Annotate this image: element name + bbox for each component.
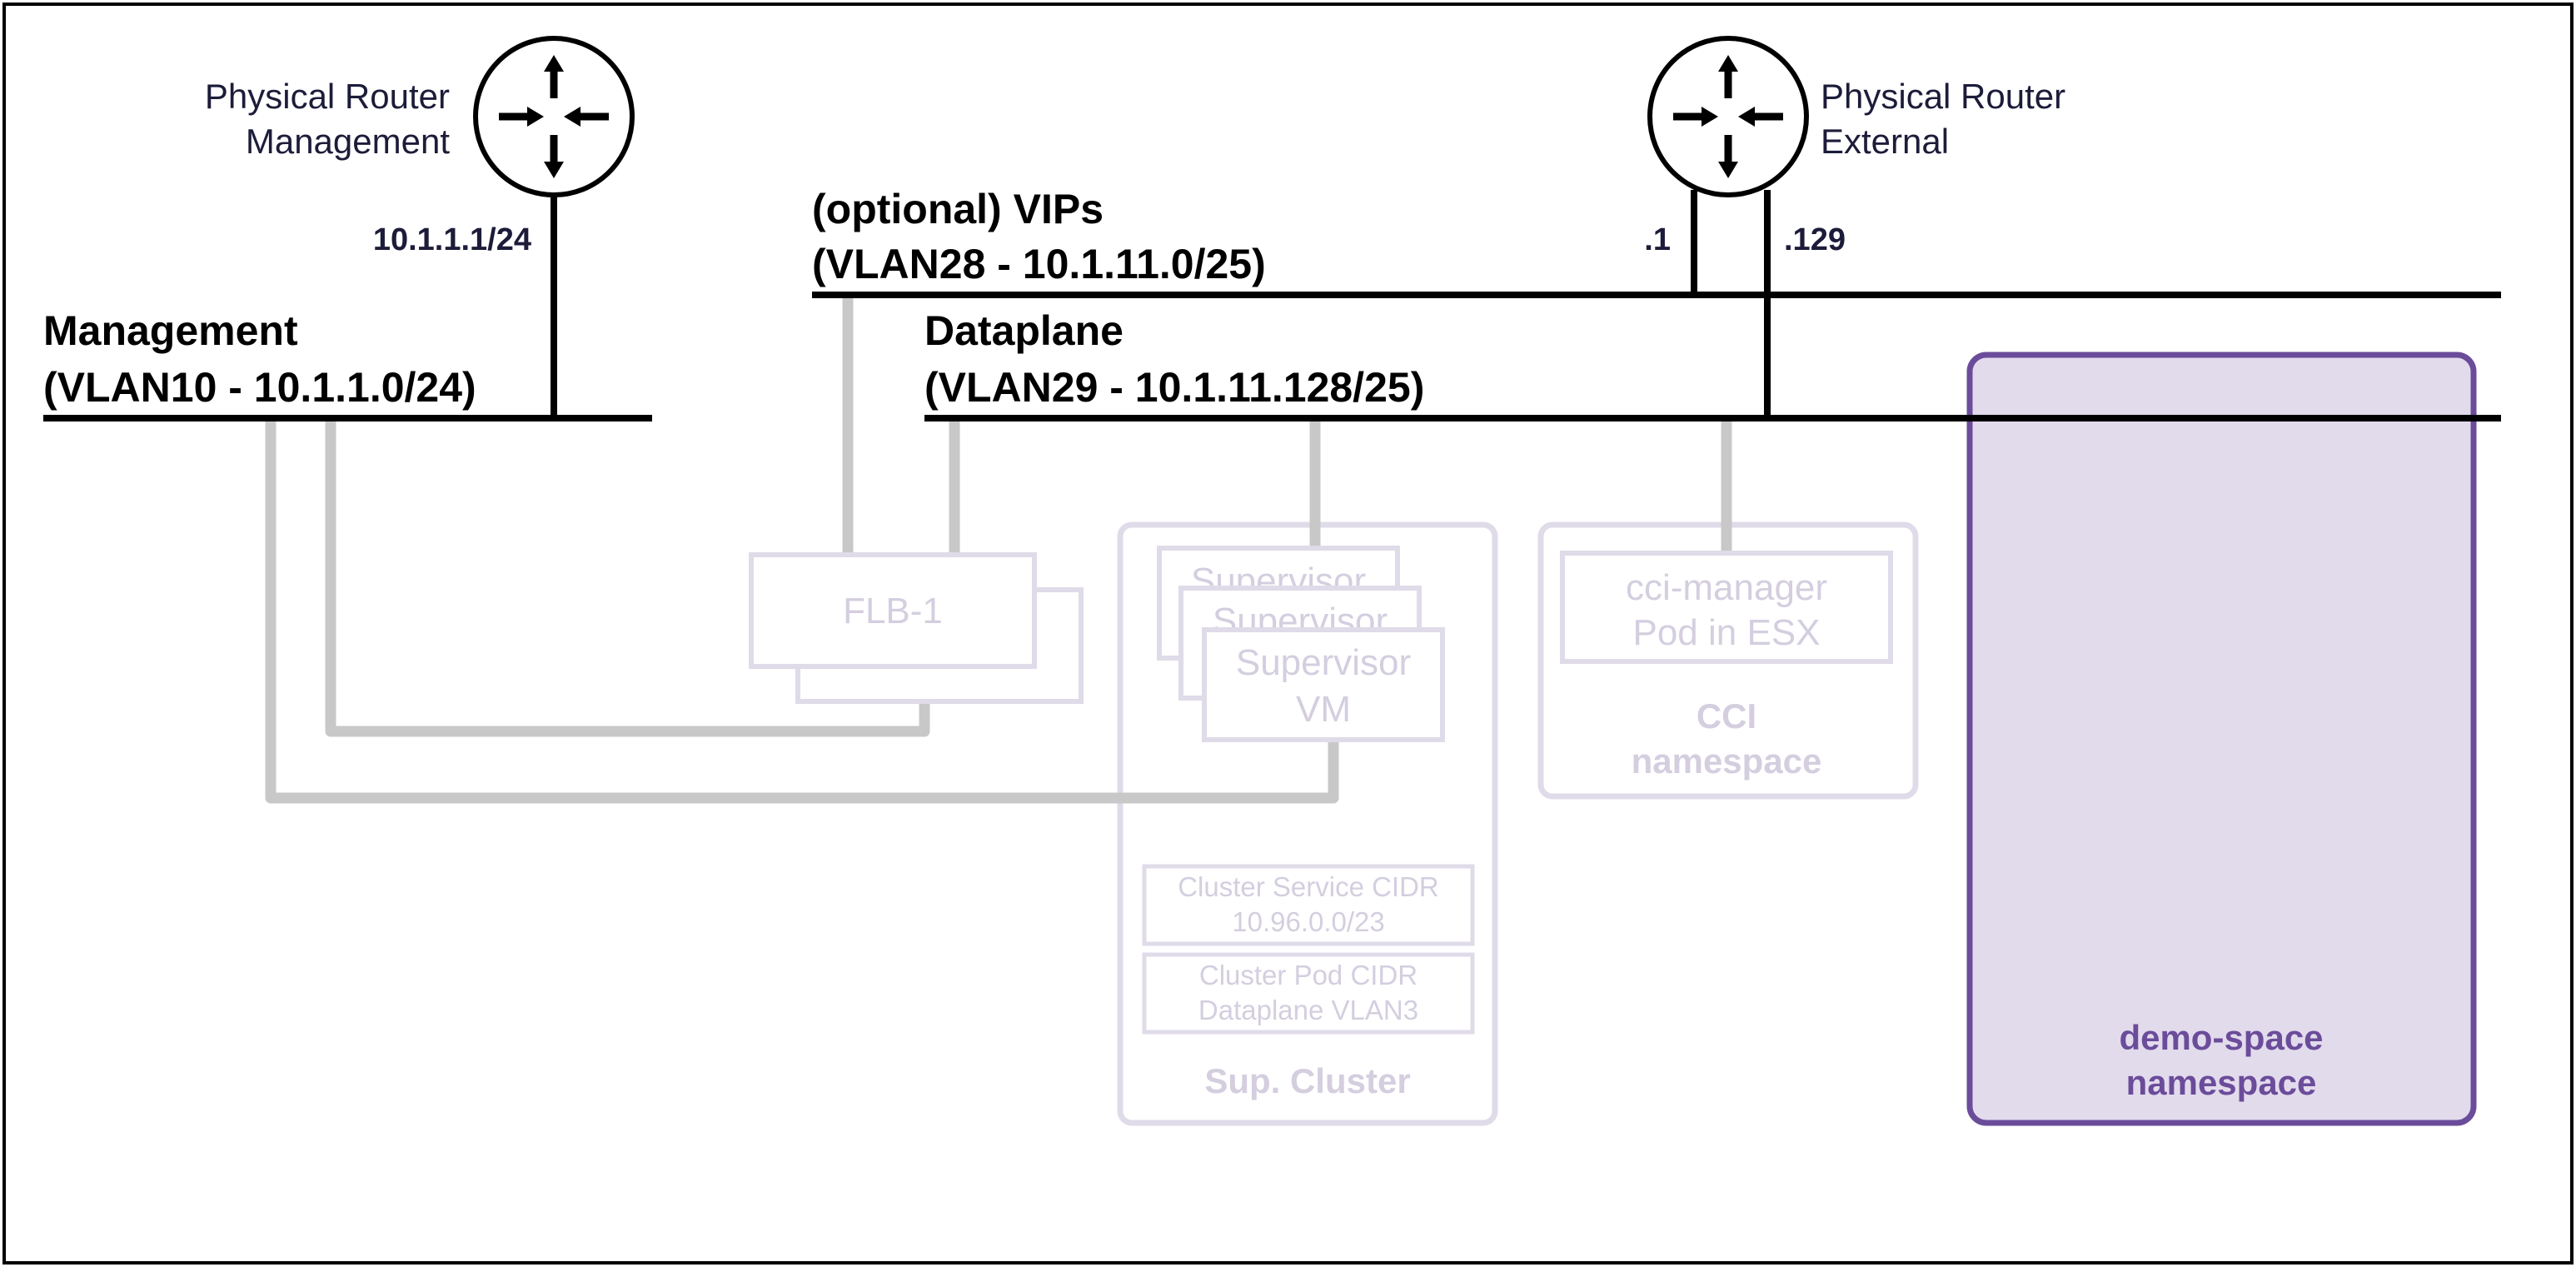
cluster-pod-cidr-value: Dataplane VLAN3 xyxy=(1198,995,1418,1025)
vips-network-title: (optional) VIPs xyxy=(812,186,1104,232)
link-mgmt-flb xyxy=(325,418,930,737)
mgmt-router-label-2: Management xyxy=(246,122,450,161)
link-lines xyxy=(265,295,1732,804)
ext-router-ip-vips: .1 xyxy=(1644,222,1671,257)
cci-manager-label-1: cci-manager xyxy=(1626,567,1827,608)
ext-router-ip-dataplane: .129 xyxy=(1784,222,1846,257)
ext-router-label-2: External xyxy=(1821,122,1949,161)
cci-namespace-label-1: CCI xyxy=(1697,696,1756,736)
management-network-title: Management xyxy=(43,307,298,354)
mgmt-router-ip: 10.1.1.1/24 xyxy=(373,222,531,257)
ext-router-label-1: Physical Router xyxy=(1821,77,2065,116)
cci-manager-pod-box xyxy=(1560,551,1893,664)
demo-namespace-label-2: namespace xyxy=(2126,1063,2317,1102)
dataplane-network-title: Dataplane xyxy=(924,307,1124,354)
dataplane-network-subnet: (VLAN29 - 10.1.11.128/25) xyxy=(924,364,1424,411)
cluster-service-cidr-label: Cluster Service CIDR xyxy=(1178,871,1439,902)
router-icon xyxy=(1647,36,1809,197)
vips-network-subnet: (VLAN28 - 10.1.11.0/25) xyxy=(812,241,1266,287)
router-management xyxy=(473,36,635,197)
cluster-service-cidr-value: 10.96.0.0/23 xyxy=(1232,906,1385,937)
cluster-pod-cidr-box xyxy=(1142,952,1475,1035)
link-mgmt-supervisor xyxy=(265,418,1339,804)
supervisor-vm-box xyxy=(1202,627,1445,742)
sup-cluster-title: Sup. Cluster xyxy=(1204,1061,1410,1100)
supervisor-vm-label-2: VM xyxy=(1296,689,1351,730)
mgmt-router-label-1: Physical Router xyxy=(205,77,450,116)
sup-cluster-box xyxy=(1117,521,1498,1126)
demo-namespace-label-1: demo-space xyxy=(2119,1018,2323,1057)
supervisor-vm-label-1: Supervisor xyxy=(1236,642,1411,683)
cci-namespace-label-2: namespace xyxy=(1632,741,1822,781)
flb-label: FLB-1 xyxy=(843,591,943,631)
demo-space-namespace-box xyxy=(1966,352,2477,1126)
cci-manager-label-2: Pod in ESX xyxy=(1632,612,1820,653)
flb-box xyxy=(749,552,1037,669)
router-icon xyxy=(473,36,635,197)
cluster-service-cidr-box xyxy=(1142,864,1475,946)
management-network-subnet: (VLAN10 - 10.1.1.0/24) xyxy=(43,364,476,411)
router-external xyxy=(1647,36,1809,197)
cluster-pod-cidr-label: Cluster Pod CIDR xyxy=(1199,960,1418,990)
